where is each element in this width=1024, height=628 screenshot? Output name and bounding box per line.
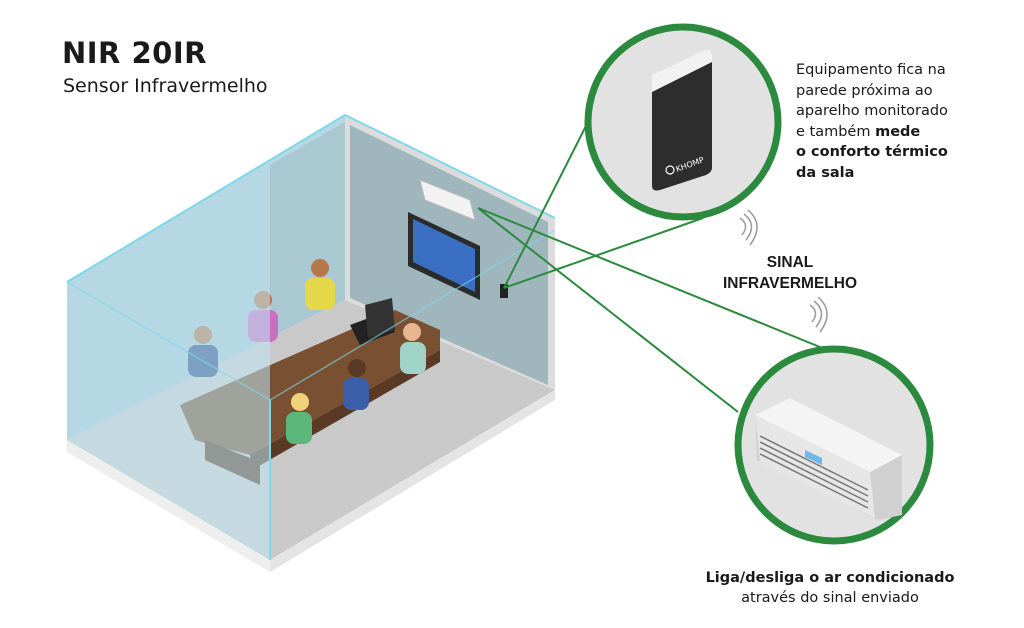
meeting-room [66, 113, 556, 572]
sensor-device-small [500, 284, 508, 298]
ac-desc-bold: Liga/desliga o ar condicionado [705, 570, 955, 586]
ac-zoom-circle [734, 345, 934, 545]
signal-label: SINAL INFRAVERMELHO [700, 252, 880, 294]
desc-bold: o conforto térmico [796, 144, 948, 160]
ac-desc-line: através do sinal enviado [741, 590, 919, 606]
desc-bold: mede [875, 123, 921, 140]
signal-waves-icon [739, 209, 828, 333]
desc-line: e também mede [796, 122, 1006, 143]
desc-text: e também [796, 123, 876, 140]
product-subtitle: Sensor Infravermelho [63, 75, 268, 97]
sensor-description: Equipamento fica na parede próxima ao ap… [796, 60, 1006, 183]
signal-line: INFRAVERMELHO [722, 275, 858, 292]
connector-lines [477, 111, 843, 413]
ac-description: Liga/desliga o ar condicionado através d… [680, 568, 980, 608]
desc-line: Equipamento fica na [796, 62, 946, 78]
desc-line: aparelho monitorado [796, 103, 948, 119]
desc-line: parede próxima ao [796, 82, 933, 99]
product-title: NIR 20IR [62, 36, 207, 70]
signal-line: SINAL [766, 254, 814, 271]
sensor-zoom-circle: KHOMP [584, 23, 782, 221]
khomp-logo-icon [665, 165, 675, 175]
desc-bold: da sala [796, 164, 855, 181]
